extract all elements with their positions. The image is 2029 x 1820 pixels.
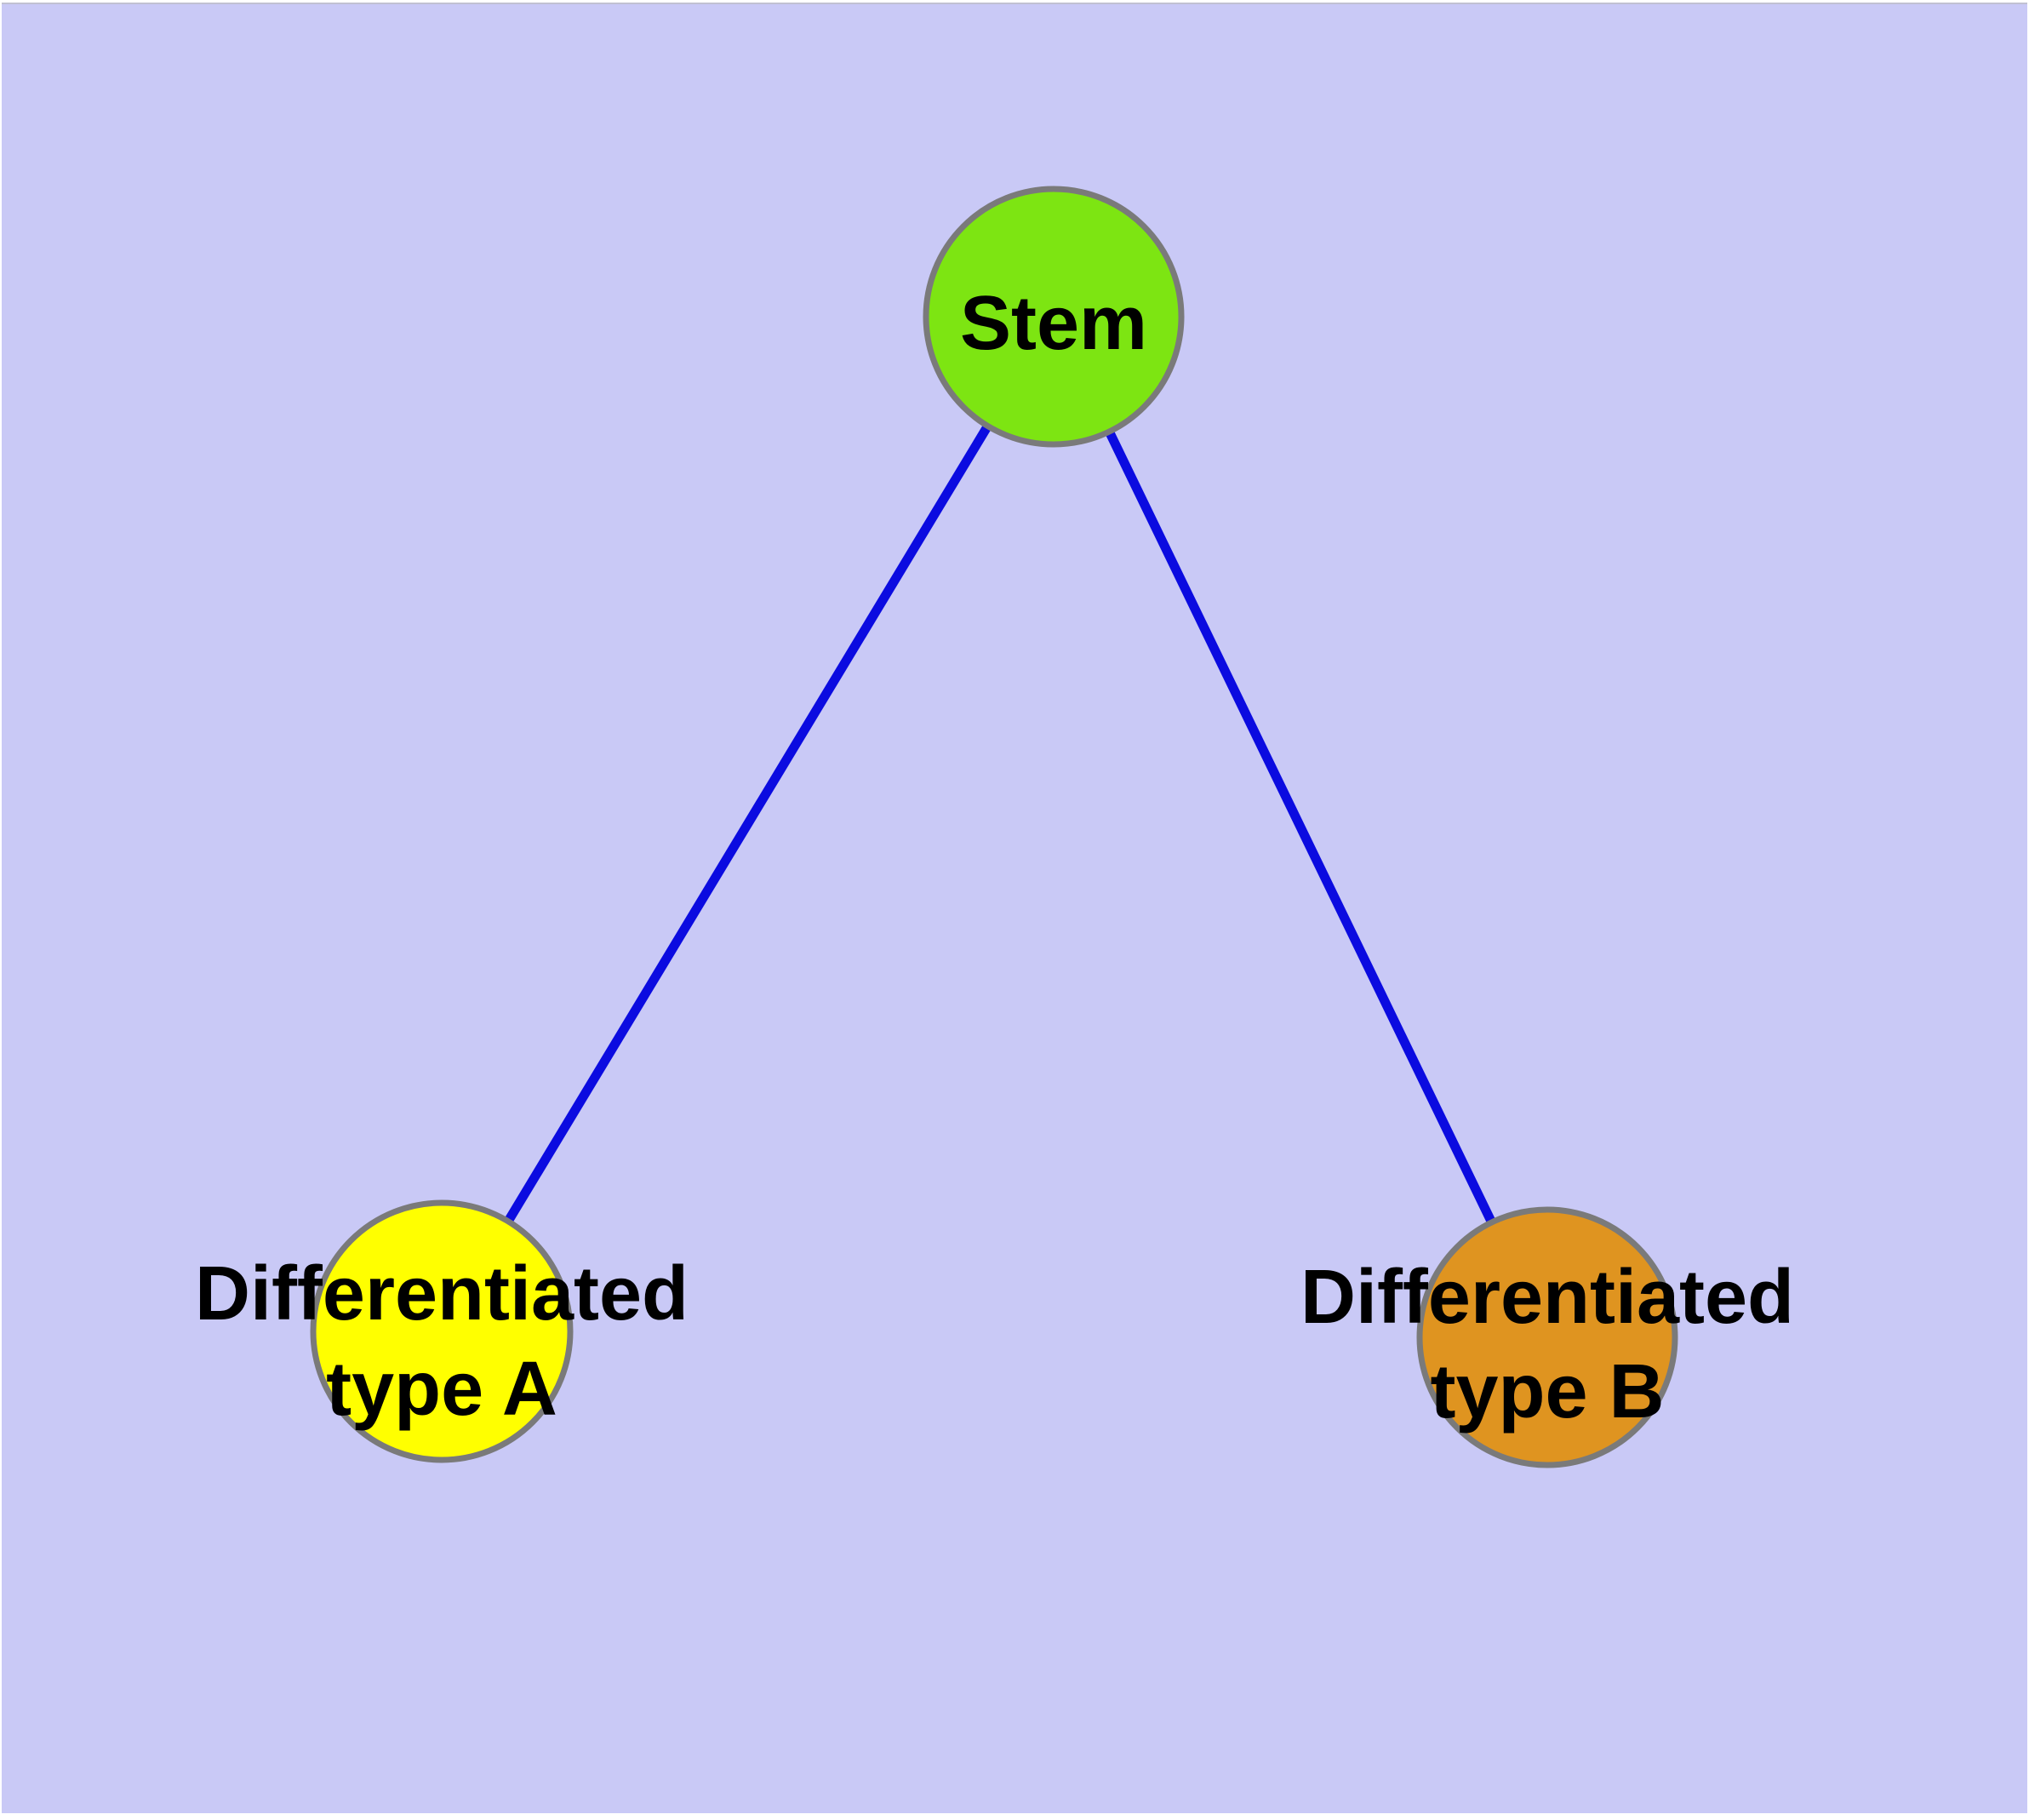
node-differentiated-type-b-label-line2: type B <box>1430 1349 1664 1434</box>
node-differentiated-type-a-label-line1: Differentiated <box>195 1251 689 1336</box>
node-stem[interactable]: Stem <box>923 186 1185 448</box>
edge-stem-to-type-b <box>1049 314 1552 1340</box>
node-differentiated-type-b-label-line1: Differentiated <box>1300 1255 1794 1340</box>
node-differentiated-type-a-circle[interactable] <box>310 1199 574 1463</box>
edge-stem-to-type-a <box>437 314 1058 1334</box>
canvas-top-hairline <box>2 3 2027 4</box>
node-differentiated-type-b[interactable]: Differentiated type B <box>1300 1206 1794 1468</box>
node-differentiated-type-b-circle[interactable] <box>1416 1206 1678 1468</box>
node-stem-circle[interactable] <box>923 186 1185 448</box>
node-stem-label: Stem <box>960 281 1147 366</box>
node-differentiated-type-a-label-line2: type A <box>326 1347 557 1432</box>
node-differentiated-type-a[interactable]: Differentiated type A <box>195 1199 689 1463</box>
